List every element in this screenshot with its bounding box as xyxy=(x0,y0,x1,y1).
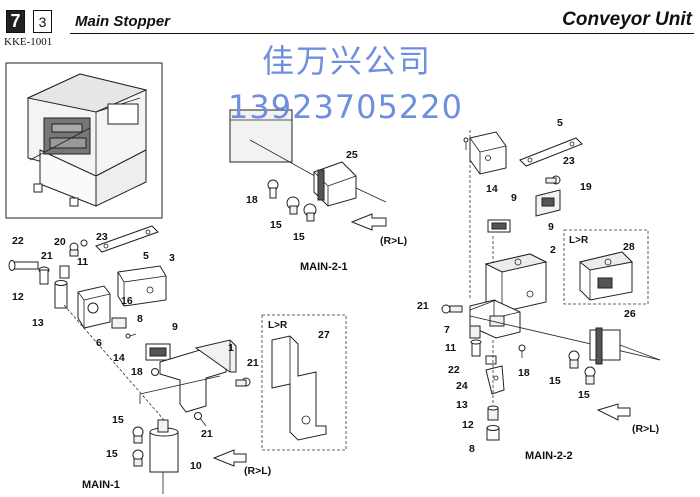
assembly-label-main-1: MAIN-1 xyxy=(82,479,120,491)
callout-label: 25 xyxy=(346,149,358,161)
callout-label: 9 xyxy=(172,321,178,333)
callout-label: 13 xyxy=(456,399,468,411)
direction-label-rl: (R>L) xyxy=(632,423,659,435)
header-rule xyxy=(70,33,694,34)
assembly-label-main-2-2: MAIN-2-2 xyxy=(525,450,573,462)
callout-label: 6 xyxy=(96,337,102,349)
direction-label-lr: L>R xyxy=(569,235,589,246)
callout-label: 15 xyxy=(270,219,282,231)
page-title: Main Stopper xyxy=(75,13,171,30)
callout-label: 22 xyxy=(12,235,24,247)
callout-label: 23 xyxy=(96,231,108,243)
callout-label: 21 xyxy=(201,428,213,440)
callout-label: 12 xyxy=(12,291,24,303)
callout-label: 18 xyxy=(246,194,258,206)
callout-label: 9 xyxy=(511,192,517,204)
callout-label: 1 xyxy=(228,342,234,354)
callout-label: 21 xyxy=(41,250,53,262)
callout-labels-main-2-2: 5 23 19 14 9 9 2 28 21 7 26 11 22 18 24 … xyxy=(417,117,636,455)
callout-label: 27 xyxy=(318,329,330,341)
machine-overview-thumbnail xyxy=(5,62,163,219)
callout-label: 5 xyxy=(143,250,149,262)
direction-labels: (R>L) (R>L) (R>L) L>R L>R xyxy=(244,235,659,477)
callout-label: 16 xyxy=(121,295,133,307)
callout-label: 14 xyxy=(113,352,125,364)
watermark-phone: 13923705220 xyxy=(228,88,463,126)
callout-label: 12 xyxy=(462,419,474,431)
direction-label-rl: (R>L) xyxy=(244,465,271,477)
direction-label-lr: L>R xyxy=(268,320,288,331)
callout-label: 15 xyxy=(549,375,561,387)
callout-label: 20 xyxy=(54,236,66,248)
callout-label: 3 xyxy=(169,252,175,264)
callout-label: 2 xyxy=(550,244,556,256)
callout-label: 8 xyxy=(137,313,143,325)
callout-label: 11 xyxy=(445,342,456,354)
callout-label: 9 xyxy=(548,221,554,233)
callout-label: 24 xyxy=(456,380,468,392)
callout-label: 15 xyxy=(293,231,305,243)
callout-label: 11 xyxy=(77,256,88,268)
assembly-labels: MAIN-2-1 MAIN-1 MAIN-2-2 xyxy=(82,261,573,491)
callout-label: 22 xyxy=(448,364,460,376)
assembly-label-main-2-1: MAIN-2-1 xyxy=(300,261,348,273)
callout-labels-main-2-1: 25 18 15 15 xyxy=(246,149,358,243)
callout-labels-main-1: 22 20 23 21 11 5 3 12 16 13 6 8 9 14 18 … xyxy=(12,231,330,472)
callout-label: 21 xyxy=(247,357,259,369)
callout-label: 7 xyxy=(444,324,450,336)
callout-label: 15 xyxy=(106,448,118,460)
callout-label: 15 xyxy=(578,389,590,401)
callout-label: 21 xyxy=(417,300,429,312)
direction-label-rl: (R>L) xyxy=(380,235,407,247)
callout-label: 18 xyxy=(518,367,530,379)
callout-label: 8 xyxy=(469,443,475,455)
main-1-assembly xyxy=(8,225,347,494)
main-2-2-assembly xyxy=(441,130,661,441)
callout-label: 28 xyxy=(623,241,635,253)
callout-label: 5 xyxy=(557,117,563,129)
callout-label: 19 xyxy=(580,181,592,193)
callout-label: 23 xyxy=(563,155,575,167)
callout-label: 14 xyxy=(486,183,498,195)
document-code: KKE-1001 xyxy=(4,36,53,48)
unit-title: Conveyor Unit xyxy=(562,9,692,30)
main-2-1-assembly xyxy=(229,109,387,231)
callout-label: 13 xyxy=(32,317,44,329)
callout-label: 26 xyxy=(624,308,636,320)
callout-label: 10 xyxy=(190,460,202,472)
section-major-badge: 7 xyxy=(6,10,25,33)
watermark-company: 佳万兴公司 xyxy=(262,42,433,80)
callout-label: 18 xyxy=(131,366,143,378)
section-minor-badge: 3 xyxy=(33,10,52,33)
callout-label: 15 xyxy=(112,414,124,426)
